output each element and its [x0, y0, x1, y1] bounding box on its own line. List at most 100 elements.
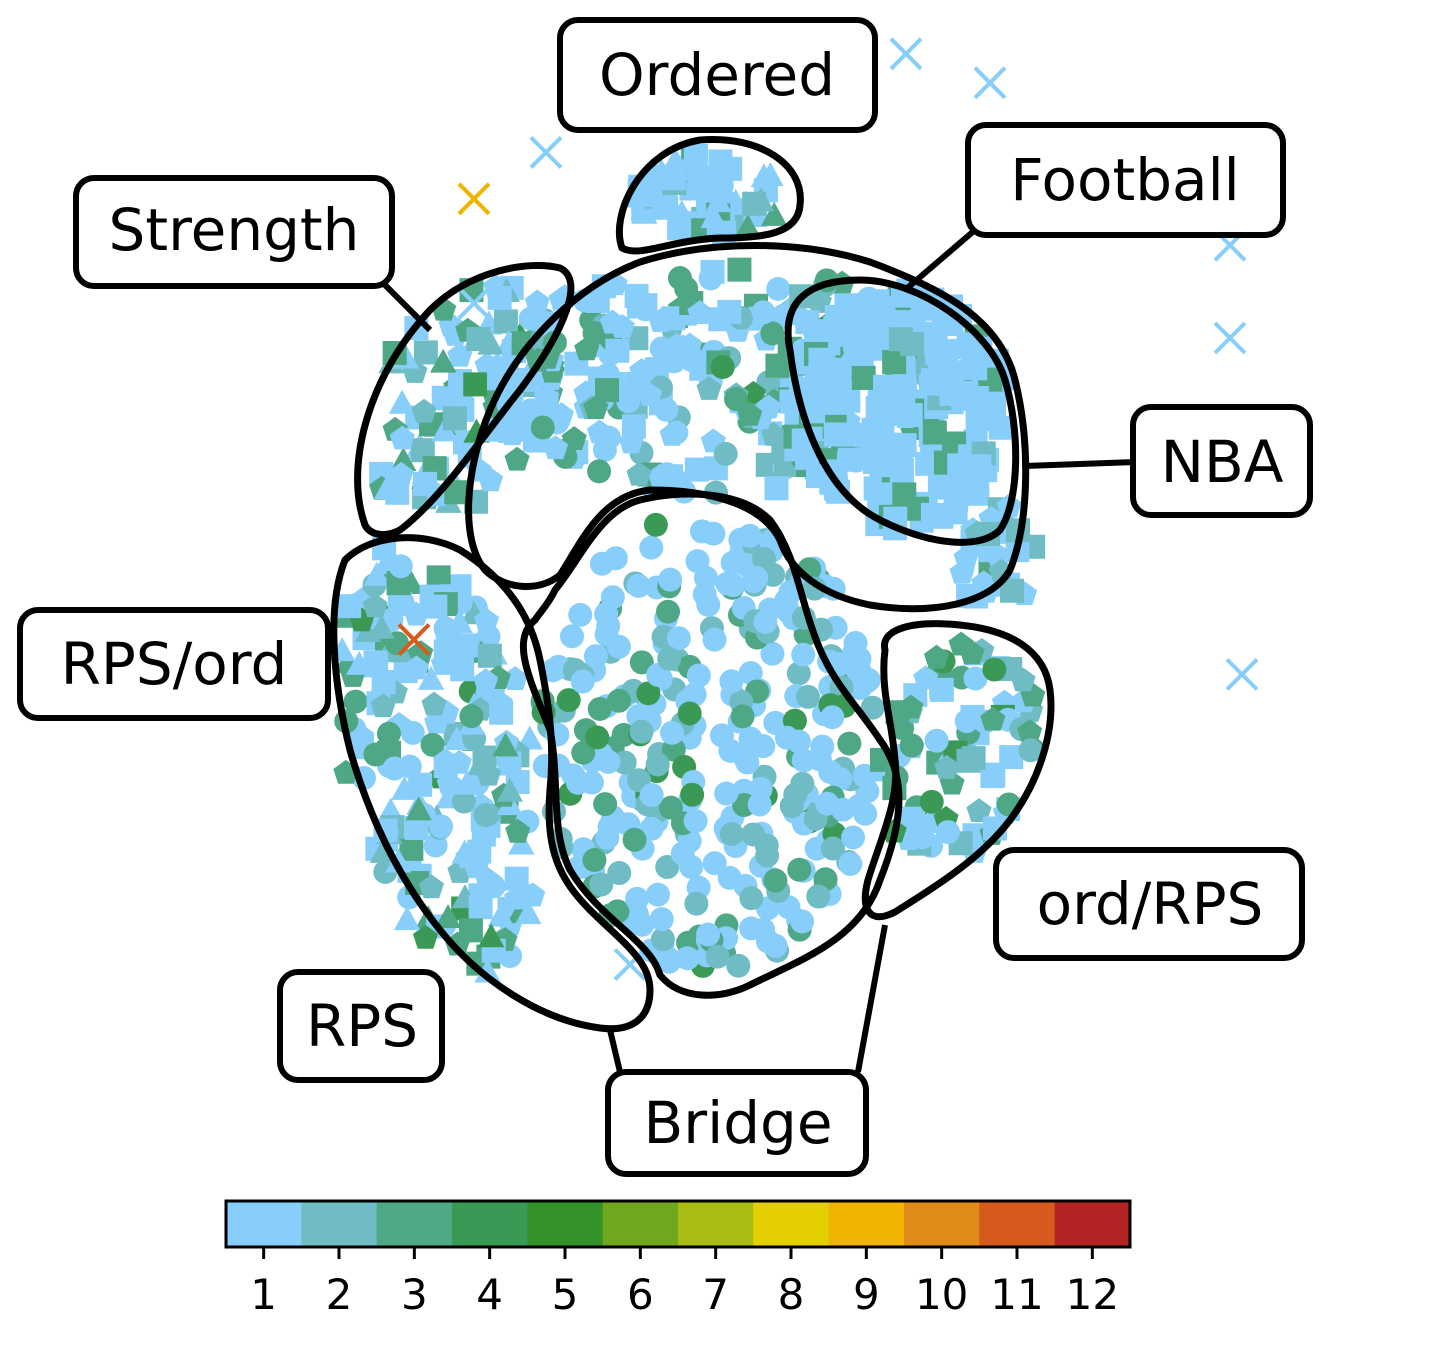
colorbar-tick-label: 6 — [627, 1270, 654, 1319]
label-ordered: Ordered — [599, 41, 835, 109]
scatter-point — [645, 752, 670, 777]
outlier-marker — [1213, 321, 1247, 355]
scatter-point — [928, 343, 953, 368]
scatter-point — [388, 554, 413, 579]
scatter-point — [847, 676, 872, 701]
scatter-point — [726, 953, 751, 978]
scatter-point — [583, 644, 608, 669]
scatter-point — [680, 782, 705, 807]
scatter-point — [515, 900, 542, 925]
region-nba — [784, 276, 1020, 546]
scatter-point — [466, 837, 491, 862]
scatter-point — [447, 342, 473, 367]
label-box-rps: RPS — [277, 969, 445, 1083]
scatter-point — [408, 772, 433, 797]
scatter-point — [636, 183, 661, 208]
scatter-point — [837, 731, 862, 756]
scatter-point — [450, 657, 475, 682]
scatter-point — [473, 607, 500, 632]
scatter-point — [487, 285, 512, 310]
scatter-point — [373, 475, 401, 500]
scatter-point — [682, 682, 707, 707]
scatter-point — [760, 641, 785, 666]
scatter-point — [654, 397, 679, 422]
scatter-point — [444, 931, 470, 956]
region-ord-rps — [861, 620, 1055, 921]
scatter-point — [871, 299, 896, 324]
label-box-rps-ord: RPS/ord — [17, 607, 331, 721]
scatter-point — [429, 348, 457, 373]
scatter-point — [956, 748, 981, 773]
scatter-point — [1010, 667, 1036, 692]
outlier-marker — [457, 182, 491, 216]
scatter-point — [504, 866, 529, 891]
scatter-point — [705, 944, 730, 969]
scatter-point — [760, 321, 785, 346]
scatter-point — [516, 725, 543, 750]
scatter-point — [556, 688, 581, 713]
scatter-point — [842, 327, 867, 352]
scatter-point — [595, 825, 620, 850]
scatter-point — [455, 633, 480, 658]
scatter-point — [765, 353, 790, 378]
label-bridge: Bridge — [643, 1089, 832, 1157]
scatter-point — [436, 770, 462, 795]
scatter-point — [834, 293, 859, 318]
scatter-point — [841, 825, 866, 850]
scatter-point — [705, 188, 732, 213]
scatter-point — [574, 336, 600, 361]
scatter-point — [747, 792, 772, 817]
scatter-point — [693, 565, 718, 590]
scatter-point — [463, 854, 489, 879]
outlier-marker — [973, 66, 1007, 100]
colorbar-swatch — [904, 1201, 980, 1247]
scatter-point — [403, 655, 429, 680]
scatter-point — [385, 848, 412, 873]
label-box-strength: Strength — [73, 175, 395, 289]
scatter-point — [643, 512, 668, 537]
scatter-point — [675, 946, 700, 971]
scatter-point — [827, 377, 852, 402]
scatter-point — [683, 809, 708, 834]
scatter-point — [418, 874, 444, 899]
scatter-point — [463, 372, 488, 397]
scatter-point — [679, 348, 704, 373]
scatter-point — [655, 855, 680, 880]
scatter-point — [739, 916, 764, 941]
scatter-point — [648, 164, 673, 189]
region-rps-ord — [330, 534, 654, 1033]
colorbar-tick-label: 11 — [990, 1270, 1043, 1319]
scatter-point — [658, 567, 683, 592]
scatter-point — [433, 616, 458, 641]
scatter-point — [582, 848, 607, 873]
scatter-point — [594, 602, 619, 627]
scatter-point — [624, 283, 649, 308]
scatter-point — [587, 459, 612, 484]
scatter-point — [667, 266, 692, 291]
colorbar-swatch — [527, 1201, 604, 1247]
scatter-point — [548, 402, 574, 427]
scatter-point — [630, 912, 655, 937]
scatter-point — [924, 728, 949, 753]
scatter-point — [629, 719, 654, 744]
scatter-point — [343, 689, 368, 714]
scatter-point — [783, 782, 808, 807]
scatter-point — [953, 544, 979, 569]
scatter-point — [423, 594, 448, 619]
scatter-point — [596, 749, 621, 774]
scatter-point — [687, 300, 713, 325]
scatter-point — [593, 792, 618, 817]
scatter-point — [943, 473, 968, 498]
scatter-point — [589, 872, 614, 897]
scatter-point — [870, 332, 895, 357]
scatter-point — [967, 454, 992, 479]
scatter-point — [606, 688, 631, 713]
scatter-point — [727, 257, 752, 282]
colorbar-tick-label: 8 — [778, 1270, 805, 1319]
scatter-point — [389, 425, 415, 450]
scatter-point — [966, 798, 992, 823]
label-nba: NBA — [1161, 428, 1284, 496]
